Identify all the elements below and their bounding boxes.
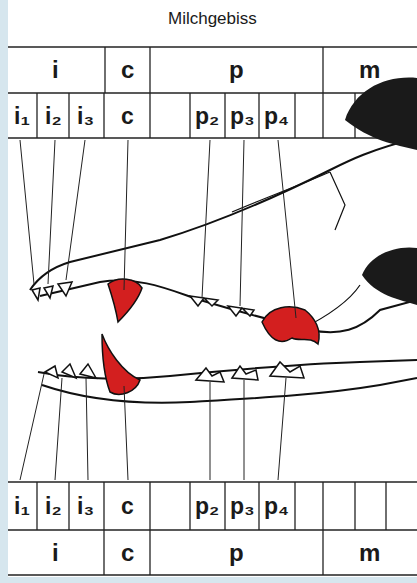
tooth-label: p₄	[264, 105, 289, 128]
column-header: m	[359, 541, 380, 565]
tooth-label: i₃	[77, 105, 94, 128]
tooth-label: i₂	[45, 495, 62, 518]
tooth-label: c	[121, 105, 134, 128]
tooth-label: p₃	[230, 105, 255, 128]
column-header: p	[229, 541, 244, 565]
tooth-label: p₃	[230, 495, 255, 518]
column-header: c	[121, 541, 134, 565]
diagram-title: Milchgebiss	[168, 10, 257, 27]
column-header: i	[52, 541, 59, 565]
column-header: m	[359, 58, 380, 82]
column-header: i	[52, 58, 59, 82]
tooth-label: c	[121, 495, 134, 518]
tooth-label: p₂	[195, 105, 219, 128]
tooth-label: i₁	[14, 495, 30, 518]
tooth-label: i₁	[14, 105, 30, 128]
tooth-label: p₄	[264, 495, 289, 518]
column-header: p	[229, 58, 244, 82]
tooth-label: p₂	[195, 495, 219, 518]
column-header: c	[121, 58, 134, 82]
tooth-label: i₂	[45, 105, 62, 128]
tooth-label: i₃	[77, 495, 94, 518]
